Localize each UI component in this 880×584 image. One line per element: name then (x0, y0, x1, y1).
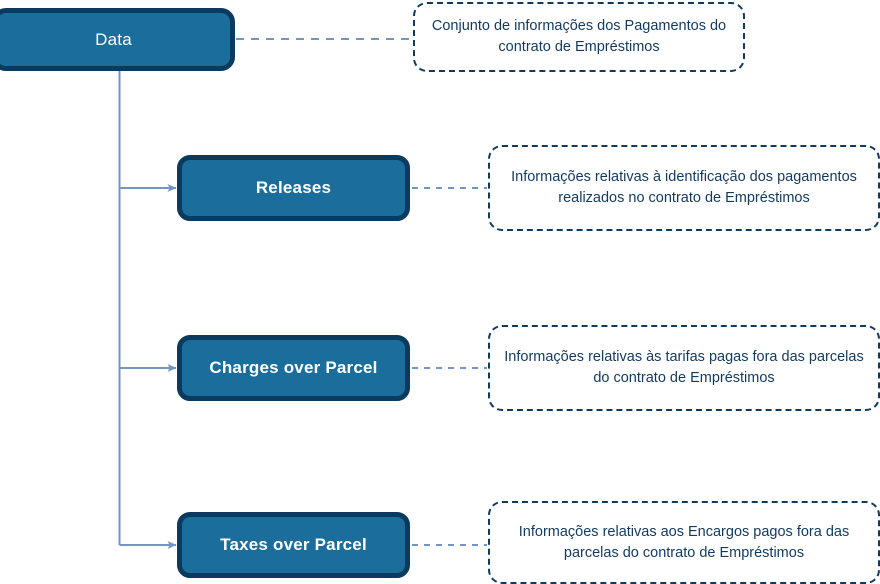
note-charges-over-parcel: Informações relativas às tarifas pagas f… (488, 325, 880, 411)
note-releases-text: Informações relativas à identificação do… (511, 169, 857, 206)
node-charges-over-parcel[interactable]: Charges over Parcel (177, 335, 410, 401)
note-data-text: Conjunto de informações dos Pagamentos d… (431, 18, 727, 55)
note-releases: Informações relativas à identificação do… (488, 145, 880, 231)
node-data-label: Data (95, 29, 132, 49)
node-releases-label: Releases (255, 178, 332, 198)
note-taxes-over-parcel-text: Informações relativas aos Encargos pagos… (518, 523, 850, 561)
node-taxes-over-parcel[interactable]: Taxes over Parcel (177, 512, 410, 578)
node-data[interactable]: Data (0, 8, 235, 71)
note-charges-over-parcel-text: Informações relativas às tarifas pagas f… (504, 349, 864, 386)
note-data: Conjunto de informações dos Pagamentos d… (413, 2, 745, 72)
node-taxes-over-parcel-label: Taxes over Parcel (220, 535, 367, 555)
note-taxes-over-parcel: Informações relativas aos Encargos pagos… (488, 501, 880, 584)
node-charges-over-parcel-label: Charges over Parcel (209, 358, 378, 378)
node-releases[interactable]: Releases (177, 155, 410, 221)
